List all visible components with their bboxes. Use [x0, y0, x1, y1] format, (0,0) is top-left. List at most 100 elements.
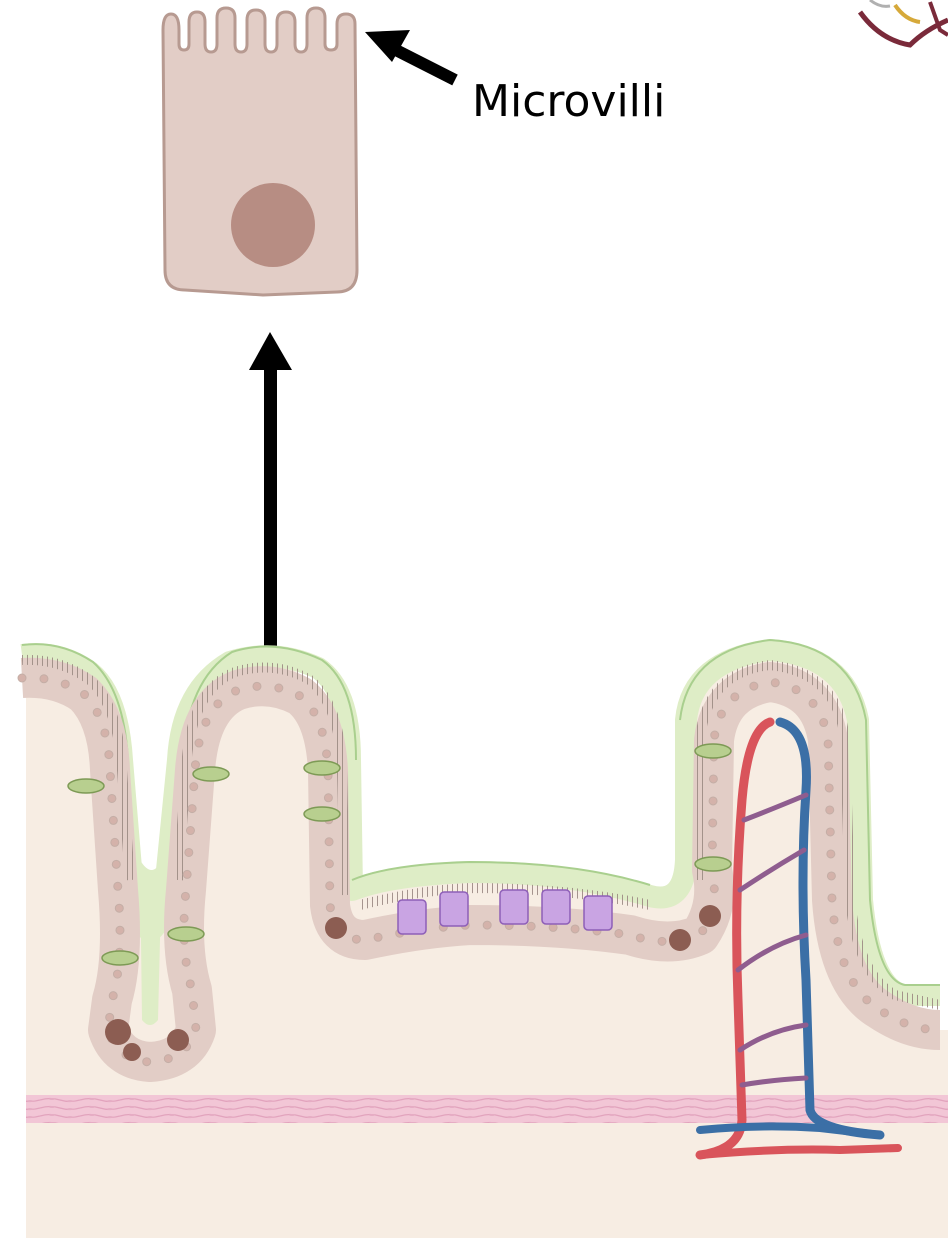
- enterocyte-nucleus-dot: [830, 916, 838, 924]
- enterocyte-nucleus-dot: [310, 708, 318, 716]
- enterocyte-nucleus-dot: [325, 860, 333, 868]
- enterocyte-nucleus-dot: [824, 740, 832, 748]
- paneth-cell: [105, 1019, 131, 1045]
- paneth-cell: [167, 1029, 189, 1051]
- enterocyte-nucleus-dot: [731, 693, 739, 701]
- paneth-cell: [325, 917, 347, 939]
- enterocyte-nucleus-dot: [164, 1055, 172, 1063]
- enterocyte-nucleus-dot: [115, 904, 123, 912]
- enterocyte-nucleus-dot: [182, 958, 190, 966]
- enterocyte-nucleus-dot: [183, 870, 191, 878]
- enterocyte-nucleus-dot: [709, 819, 717, 827]
- enterocyte-nucleus-dot: [106, 1013, 114, 1021]
- enterocyte-nucleus-dot: [81, 691, 89, 699]
- enterocyte-cell-icon: [163, 8, 357, 295]
- enterocyte-nucleus-dot: [615, 929, 623, 937]
- enterocyte-nucleus-dot: [326, 904, 334, 912]
- enterocyte-nucleus-dot: [232, 687, 240, 695]
- enterocyte-nucleus-dot: [750, 682, 758, 690]
- enterocyte-nucleus-dot: [863, 996, 871, 1004]
- enterocyte-nucleus-dot: [771, 679, 779, 687]
- enteroendocrine-cell: [500, 890, 528, 924]
- enteroendocrine-cell: [398, 900, 426, 934]
- enterocyte-nucleus-dot: [323, 750, 331, 758]
- enterocyte-nucleus-dot: [61, 680, 69, 688]
- enterocyte-nucleus-dot: [636, 934, 644, 942]
- enterocyte-nucleus-dot: [214, 700, 222, 708]
- goblet-cell: [193, 767, 229, 781]
- enterocyte-nucleus-dot: [186, 980, 194, 988]
- enterocyte-nucleus-dot: [253, 682, 261, 690]
- enterocyte-nucleus-dot: [325, 838, 333, 846]
- enterocyte-nucleus-dot: [840, 959, 848, 967]
- enterocyte-nucleus-dot: [113, 970, 121, 978]
- enterocyte-nucleus-dot: [825, 762, 833, 770]
- enterocyte-nucleus-dot: [326, 882, 334, 890]
- enterocyte-nucleus-dot: [717, 710, 725, 718]
- enterocyte-nucleus-dot: [826, 828, 834, 836]
- enterocyte-nucleus-dot: [40, 675, 48, 683]
- paneth-cell: [699, 905, 721, 927]
- enterocyte-nucleus-dot: [324, 794, 332, 802]
- goblet-cell: [68, 779, 104, 793]
- goblet-cell: [695, 744, 731, 758]
- goblet-cell: [304, 807, 340, 821]
- enterocyte-nucleus-dot: [295, 692, 303, 700]
- microvilli-label: Microvilli: [472, 76, 665, 127]
- enterocyte-nucleus-dot: [900, 1019, 908, 1027]
- enterocyte-nucleus-dot: [202, 718, 210, 726]
- enterocyte-nucleus-dot: [849, 978, 857, 986]
- enterocyte-nucleus-dot: [571, 925, 579, 933]
- enterocyte-nucleus-dot: [828, 894, 836, 902]
- enterocyte-nucleus-dot: [709, 797, 717, 805]
- enterocyte-nucleus: [231, 183, 315, 267]
- enterocyte-nucleus-dot: [195, 739, 203, 747]
- enterocyte-nucleus-dot: [483, 921, 491, 929]
- paneth-cell: [123, 1043, 141, 1061]
- enterocyte-nucleus-dot: [827, 850, 835, 858]
- villus-to-cell-arrow: [249, 332, 292, 658]
- microvilli-pointer-arrow: [365, 30, 455, 80]
- enterocyte-nucleus-dot: [792, 686, 800, 694]
- enterocyte-nucleus-dot: [185, 848, 193, 856]
- enterocyte-nucleus-dot: [827, 872, 835, 880]
- enterocyte-nucleus-dot: [820, 719, 828, 727]
- enteroendocrine-cell: [542, 890, 570, 924]
- enterocyte-nucleus-dot: [93, 708, 101, 716]
- enterocyte-nucleus-dot: [191, 761, 199, 769]
- enterocyte-nucleus-dot: [826, 806, 834, 814]
- enterocyte-nucleus-dot: [527, 922, 535, 930]
- enteroendocrine-cell: [440, 892, 468, 926]
- goblet-cell: [168, 927, 204, 941]
- enterocyte-nucleus-dot: [143, 1058, 151, 1066]
- goblet-cell: [304, 761, 340, 775]
- enterocyte-nucleus-dot: [275, 684, 283, 692]
- enterocyte-nucleus-dot: [834, 937, 842, 945]
- enterocyte-nucleus-dot: [109, 816, 117, 824]
- enterocyte-nucleus-dot: [809, 699, 817, 707]
- enterocyte-nucleus-dot: [108, 794, 116, 802]
- enterocyte-nucleus-dot: [709, 775, 717, 783]
- enterocyte-nucleus-dot: [711, 731, 719, 739]
- enterocyte-nucleus-dot: [116, 926, 124, 934]
- enterocyte-nucleus-dot: [880, 1009, 888, 1017]
- enterocyte-nucleus-dot: [101, 729, 109, 737]
- enterocyte-nucleus-dot: [111, 838, 119, 846]
- enterocyte-nucleus-dot: [106, 773, 114, 781]
- enterocyte-nucleus-dot: [708, 841, 716, 849]
- enterocyte-nucleus-dot: [105, 751, 113, 759]
- enterocyte-nucleus-dot: [825, 784, 833, 792]
- enterocyte-nucleus-dot: [699, 927, 707, 935]
- logo-fragment-icon: [860, 0, 948, 45]
- enterocyte-nucleus-dot: [658, 937, 666, 945]
- enterocyte-nucleus-dot: [921, 1025, 929, 1033]
- enterocyte-nucleus-dot: [180, 914, 188, 922]
- enterocyte-nucleus-dot: [18, 674, 26, 682]
- enterocyte-nucleus-dot: [112, 860, 120, 868]
- enterocyte-nucleus-dot: [114, 882, 122, 890]
- enterocyte-nucleus-dot: [192, 1023, 200, 1031]
- enteroendocrine-cell: [584, 896, 612, 930]
- enterocyte-nucleus-dot: [109, 992, 117, 1000]
- enterocyte-nucleus-dot: [710, 885, 718, 893]
